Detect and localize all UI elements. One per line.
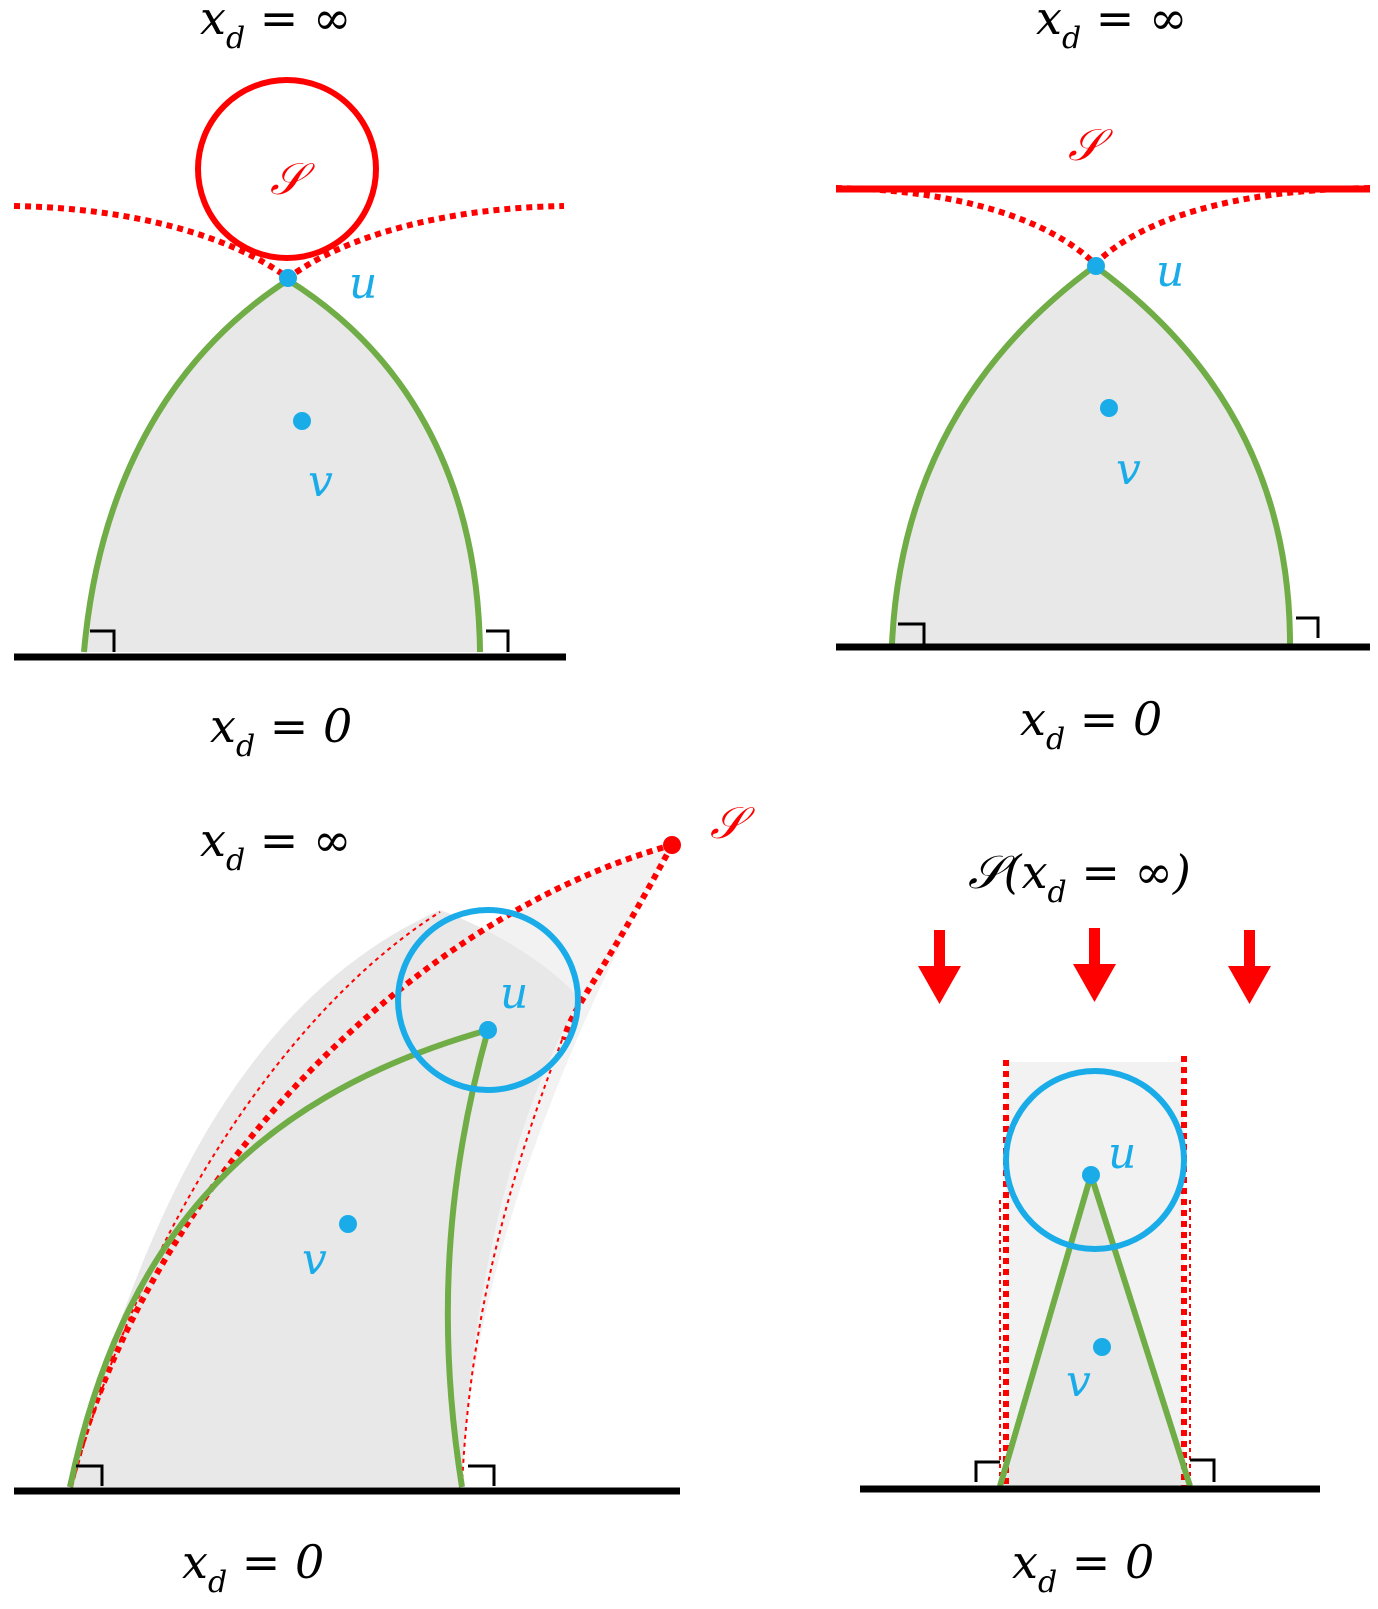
eq-inf: = ∞	[245, 813, 351, 867]
blue-circle-u	[1003, 1068, 1187, 1252]
point-v	[293, 412, 311, 430]
label-bottom: xd = 0	[210, 699, 352, 764]
down-arrow-icon	[918, 930, 961, 1004]
label-S: 𝒮	[1068, 120, 1113, 171]
right-angle-mark-right	[1296, 616, 1320, 638]
label-top: xd = ∞	[1036, 0, 1187, 56]
label-S: 𝒮	[270, 154, 315, 205]
red-circle-S	[195, 77, 379, 261]
right-angle-mark-right	[1190, 1458, 1216, 1482]
red-dotted-curve	[13, 203, 565, 282]
geodesic-region	[70, 910, 580, 1487]
red-dotted-curve-outer	[67, 842, 673, 1488]
label-v: v	[1066, 1356, 1091, 1407]
green-arc-right	[286, 277, 483, 653]
red-dotted-curve-right	[561, 843, 675, 1041]
label-u: u	[1156, 246, 1184, 297]
red-dotted-curve-outer-thin	[71, 911, 441, 1488]
panel-bottom-right: u v 𝒮(xd = ∞) xd = 0	[860, 845, 1320, 1600]
label-v: v	[1116, 444, 1141, 495]
x-var: x	[1036, 0, 1062, 45]
green-arc-left	[67, 1027, 489, 1488]
green-line-right	[1088, 1174, 1193, 1487]
right-angle-mark-right	[486, 629, 510, 652]
x-var: x	[200, 0, 226, 45]
eq-zero: = 0	[1065, 692, 1162, 746]
x-var: x	[200, 813, 226, 867]
point-S	[663, 836, 681, 854]
panel-top-right: 𝒮 u v xd = ∞ xd = 0	[835, 0, 1371, 757]
eq-zero: = 0	[255, 699, 352, 753]
S-open: 𝒮(	[968, 845, 1023, 899]
geodesic-region	[84, 280, 480, 652]
point-u	[1082, 1166, 1100, 1184]
label-v: v	[308, 456, 333, 507]
green-arc-right	[1093, 263, 1293, 645]
panel-top-left: 𝒮 u v xd = ∞ xd = 0	[13, 0, 566, 764]
d-sub: d	[226, 843, 245, 878]
d-sub: d	[1062, 21, 1081, 56]
x-var: x	[1022, 845, 1048, 899]
red-dotted-curve	[835, 185, 1371, 269]
label-bottom: xd = 0	[1020, 692, 1162, 757]
eq-inf: = ∞	[1081, 0, 1187, 45]
eq-inf-close: = ∞)	[1067, 845, 1191, 899]
green-arc-left	[81, 277, 290, 653]
d-sub: d	[236, 729, 255, 764]
point-v	[1093, 1338, 1111, 1356]
label-u: u	[500, 968, 528, 1019]
green-arc-right	[444, 1029, 491, 1488]
eq-zero: = 0	[227, 1535, 324, 1589]
eq-zero: = 0	[1057, 1535, 1154, 1589]
label-v: v	[302, 1234, 327, 1285]
right-angle-mark-left	[90, 629, 116, 652]
point-u	[1087, 257, 1105, 275]
blue-circle-u	[395, 907, 581, 1093]
point-v	[1100, 399, 1118, 417]
d-sub: d	[1038, 1565, 1057, 1600]
label-S: 𝒮	[710, 798, 755, 849]
d-sub: d	[1046, 722, 1065, 757]
d-sub: d	[208, 1565, 227, 1600]
label-bottom: xd = 0	[1012, 1535, 1154, 1600]
red-dotted-curve-right-thin	[461, 1039, 563, 1488]
label-top: xd = ∞	[200, 0, 351, 56]
point-u	[479, 1021, 497, 1039]
point-v	[339, 1215, 357, 1233]
label-u: u	[349, 258, 377, 309]
point-u	[279, 269, 297, 287]
x-var: x	[182, 1535, 208, 1589]
label-u: u	[1108, 1128, 1136, 1179]
green-line-left	[997, 1174, 1094, 1487]
panel-bottom-left: 𝒮 u v xd = ∞ xd = 0	[14, 798, 755, 1600]
d-sub: d	[1048, 875, 1067, 910]
right-angle-mark-left	[974, 1460, 1000, 1482]
right-angle-mark-left	[76, 1464, 104, 1486]
d-sub: d	[226, 21, 245, 56]
x-var: x	[1012, 1535, 1038, 1589]
green-arc-left	[889, 263, 1097, 645]
eq-inf: = ∞	[245, 0, 351, 45]
x-var: x	[210, 699, 236, 753]
label-bottom: xd = 0	[182, 1535, 324, 1600]
right-angle-mark-right	[468, 1464, 496, 1486]
right-angle-mark-left	[898, 622, 926, 644]
geodesic-region	[1000, 1175, 1190, 1486]
down-arrow-icon	[1228, 930, 1271, 1004]
label-top: xd = ∞	[200, 813, 351, 878]
label-S-infinity: 𝒮(xd = ∞)	[968, 845, 1191, 910]
geodesic-region	[892, 266, 1290, 644]
down-arrow-icon	[1073, 928, 1116, 1002]
x-var: x	[1020, 692, 1046, 746]
